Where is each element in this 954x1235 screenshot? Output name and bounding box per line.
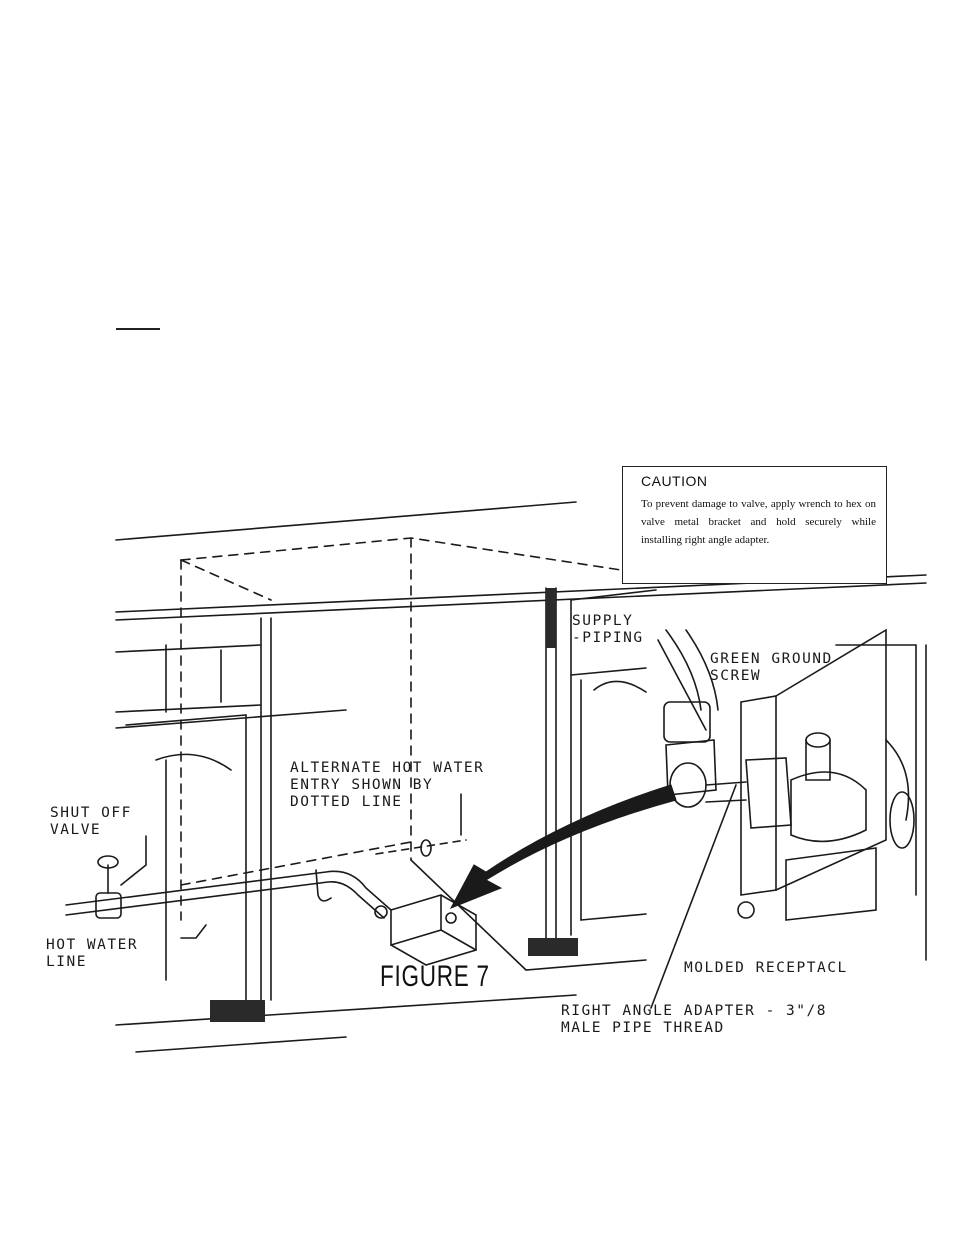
label-supply-piping: SUPPLY -PIPING (572, 613, 644, 646)
caution-title: CAUTION (641, 473, 708, 489)
label-hot-water-line: HOT WATER LINE (46, 937, 139, 970)
label-shut-off-valve: SHUT OFF VALVE (50, 805, 132, 838)
caution-text: To prevent damage to valve, apply wrench… (641, 498, 876, 546)
figure-caption: FIGURE 7 (380, 960, 490, 993)
label-green-ground-screw: GREEN GROUND SCREW (710, 651, 833, 684)
underline-mark (116, 328, 160, 330)
installation-drawing (65, 501, 927, 1053)
label-alternate-entry: ALTERNATE HOT WATER ENTRY SHOWN BY DOTTE… (290, 760, 485, 810)
caution-box: CAUTION To prevent damage to valve, appl… (622, 466, 887, 584)
label-molded-receptacle: MOLDED RECEPTACL (684, 960, 848, 976)
figure-7-illustration: CAUTION To prevent damage to valve, appl… (46, 440, 930, 1130)
label-right-angle-adapter: RIGHT ANGLE ADAPTER - 3"/8 MALE PIPE THR… (561, 1003, 827, 1036)
